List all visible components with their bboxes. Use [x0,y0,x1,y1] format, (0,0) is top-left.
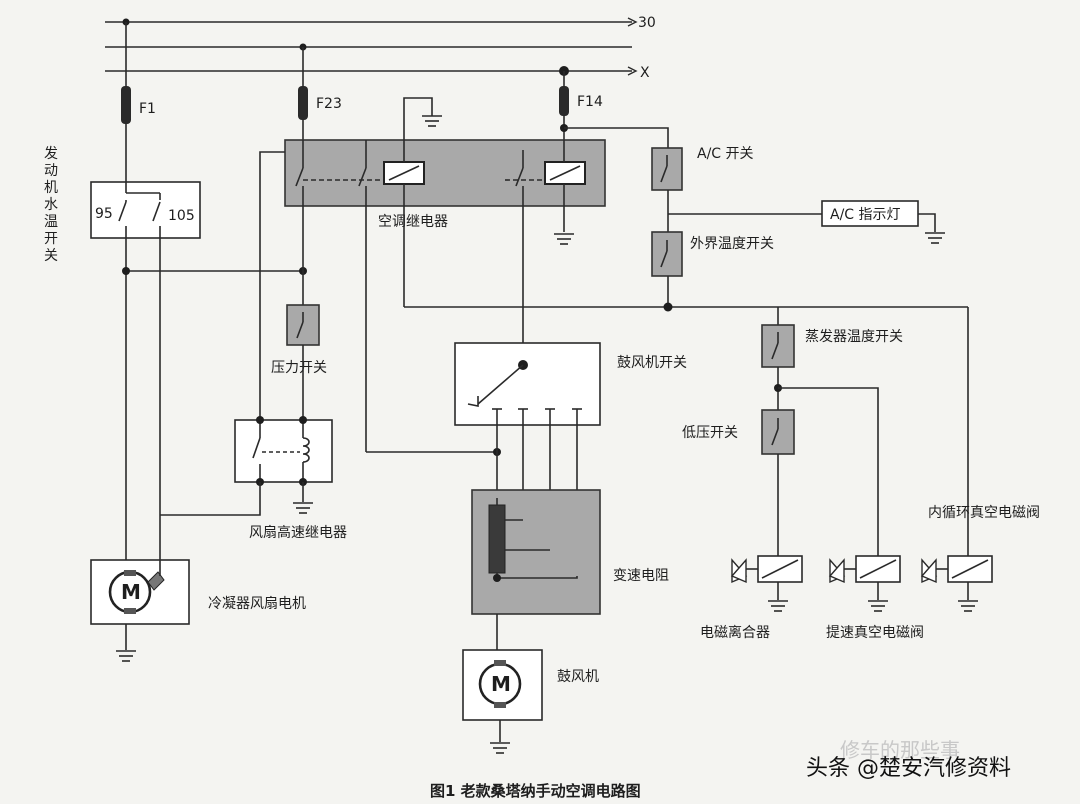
temp-105-label: 105 [168,208,195,224]
ac-indicator-label: A/C 指示灯 [830,207,901,223]
engine-temp-switch-label: 发动机水温开关 [44,146,58,264]
bus-x-label: X [640,65,650,81]
pressure-switch [286,304,320,346]
condenser-fan-motor-label: 冷凝器风扇电机 [208,596,306,612]
condenser-fan-motor [90,515,190,662]
ground-icon [554,233,574,245]
blower-label: 鼓风机 [557,669,599,685]
fuses [121,22,569,182]
blower-switch [454,342,601,426]
blower-motor [462,649,543,754]
temp-95-label: 95 [95,206,113,222]
magnetic-clutch [730,555,803,612]
engine-temp-switch [90,181,201,239]
bus-30-label: 30 [638,15,656,31]
low-pressure-switch [761,409,795,455]
fuse-f1-label: F1 [139,101,156,117]
ac-switch [651,147,683,191]
blower-motor-m-symbol: M [491,672,511,696]
recirc-vacuum-valve [920,555,993,612]
ambient-temp-switch [651,231,683,277]
magnetic-clutch-label: 电磁离合器 [700,624,770,641]
ground-icon [925,232,945,244]
bus-lines [105,17,638,76]
speed-resistor-label: 变速电阻 [613,568,669,584]
ground-icon [293,502,313,514]
evaporator-temp-switch-label: 蒸发器温度开关 [805,329,903,345]
recirc-valve-label: 内循环真空电磁阀 [928,505,1040,521]
fuse-f23-label: F23 [316,96,342,112]
fuse-f14-label: F14 [577,94,603,110]
ac-switch-label: A/C 开关 [697,146,754,162]
watermark: 头条 @楚安汽修资料 [806,756,1011,781]
fan-high-relay-label: 风扇高速继电器 [249,524,347,541]
pressure-switch-label: 压力开关 [271,360,327,376]
faded-watermark: 修车的那些事 [840,738,960,762]
ground-icon [422,115,442,127]
blower-switch-label: 鼓风机开关 [617,355,687,371]
ac-indicator-lamp [821,200,919,227]
fan-high-speed-relay [234,419,333,483]
low-pressure-switch-label: 低压开关 [682,425,738,441]
evaporator-temp-switch [761,324,795,368]
figure-caption: 图1 老款桑塔纳手动空调电路图 [430,782,641,800]
idle-up-valve-label: 提速真空电磁阀 [826,625,924,641]
speed-resistor [471,489,601,615]
idle-up-vacuum-valve [828,555,901,612]
motor-m-symbol: M [121,580,141,604]
ac-relay-label: 空调继电器 [378,214,448,230]
ambient-temp-switch-label: 外界温度开关 [690,236,774,252]
ac-relay [284,139,606,207]
